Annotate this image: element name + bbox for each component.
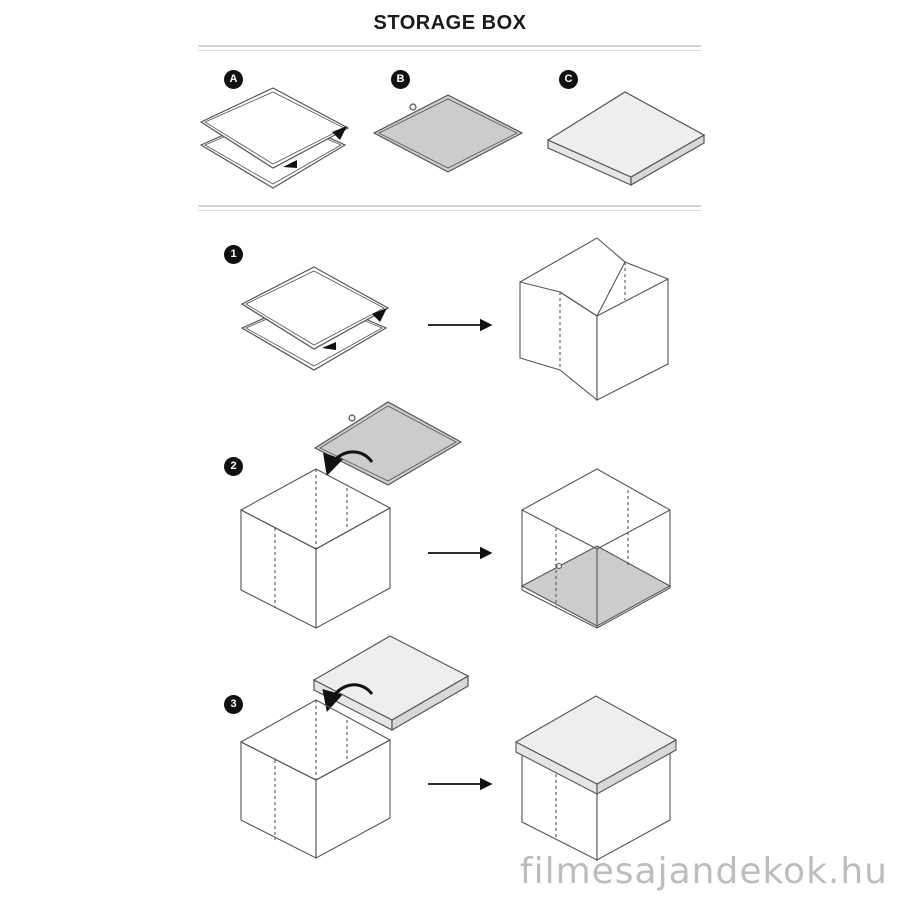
lid-icon [546,91,706,187]
closed-box-icon [514,695,678,861]
step-1-panels [240,266,390,371]
part-c-badge: C [559,70,578,89]
step-1-badge: 1 [224,245,243,264]
top-divider [198,45,701,51]
unfolded-box-icon [519,237,669,402]
bottom-board-icon [372,94,524,173]
step-2-badge: 2 [224,457,243,476]
open-box-icon [239,468,392,629]
part-a-badge: A [224,70,243,89]
open-box-icon-2 [239,699,392,859]
watermark-text: filmesajandekok.hu [519,851,888,892]
page-title: STORAGE BOX [373,12,527,34]
step-3-badge: 3 [224,695,243,714]
middle-divider [198,205,701,211]
step-2-board [313,401,463,486]
step-2-curved-arrow [323,450,374,477]
part-b-badge: B [391,70,410,89]
side-panels-icon [199,87,350,189]
step-3-curved-arrow [322,683,374,713]
step-3-lid [312,635,470,732]
box-with-bottom-icon [520,468,672,629]
